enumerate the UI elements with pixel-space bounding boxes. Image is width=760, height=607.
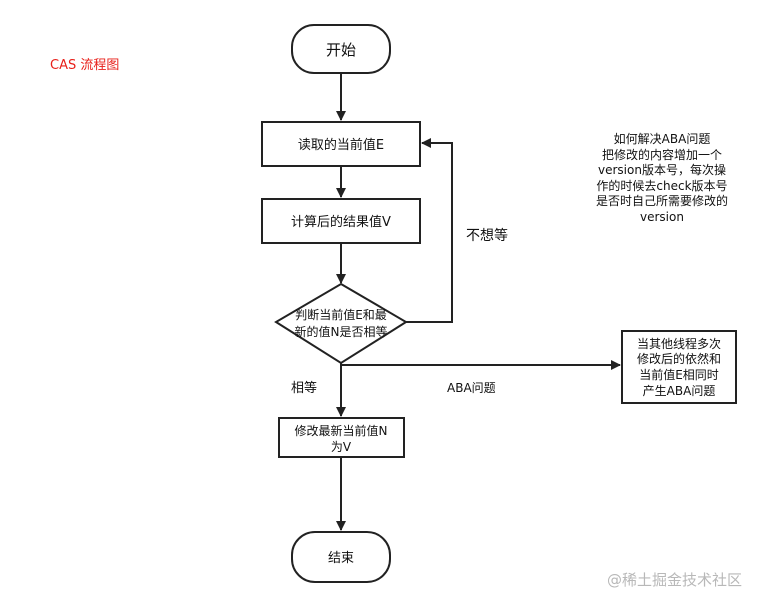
aba-problem-label-1: 当其他线程多次 <box>637 336 721 351</box>
aba-problem-node <box>621 330 737 404</box>
solution-note-line-3: version版本号，每次操 <box>598 162 726 177</box>
solution-note-line-6: version <box>640 210 684 224</box>
solution-note-line-1: 如何解决ABA问题 <box>614 131 711 146</box>
watermark: @稀土掘金技术社区 <box>607 571 742 589</box>
start-node-label: 开始 <box>326 41 356 59</box>
solution-note: 如何解决ABA问题 把修改的内容增加一个 version版本号，每次操 作的时候… <box>596 131 728 224</box>
diagram-title: CAS 流程图 <box>50 58 119 73</box>
aba-problem-label-4: 产生ABA问题 <box>643 384 716 398</box>
aba-problem-label-2: 修改后的依然和 <box>637 351 721 366</box>
solution-note-line-5: 是否时自己所需要修改的 <box>596 193 728 208</box>
decision-node <box>274 282 408 365</box>
decision-node-label-1: 判断当前值E和最 <box>295 307 387 322</box>
compute-node-label: 计算后的结果值V <box>291 214 391 230</box>
update-node-label-1: 修改最新当前值N <box>295 423 388 438</box>
end-node <box>291 531 391 583</box>
update-node-label-2: 为V <box>331 440 352 454</box>
edge-label-aba: ABA问题 <box>447 381 496 395</box>
end-node-label: 结束 <box>328 551 354 566</box>
solution-note-line-2: 把修改的内容增加一个 <box>602 147 722 162</box>
edge-label-equal: 相等 <box>291 380 317 396</box>
read-node <box>261 121 421 167</box>
edge-label-not-equal: 不想等 <box>466 227 508 244</box>
read-node-label: 读取的当前值E <box>298 137 384 153</box>
edge-decision-read-loop <box>406 138 453 323</box>
aba-problem-label-3: 当前值E相同时 <box>639 367 719 382</box>
decision-node-label-2: 新的值N是否相等 <box>295 324 388 339</box>
solution-note-line-4: 作的时候去check版本号 <box>596 178 727 193</box>
